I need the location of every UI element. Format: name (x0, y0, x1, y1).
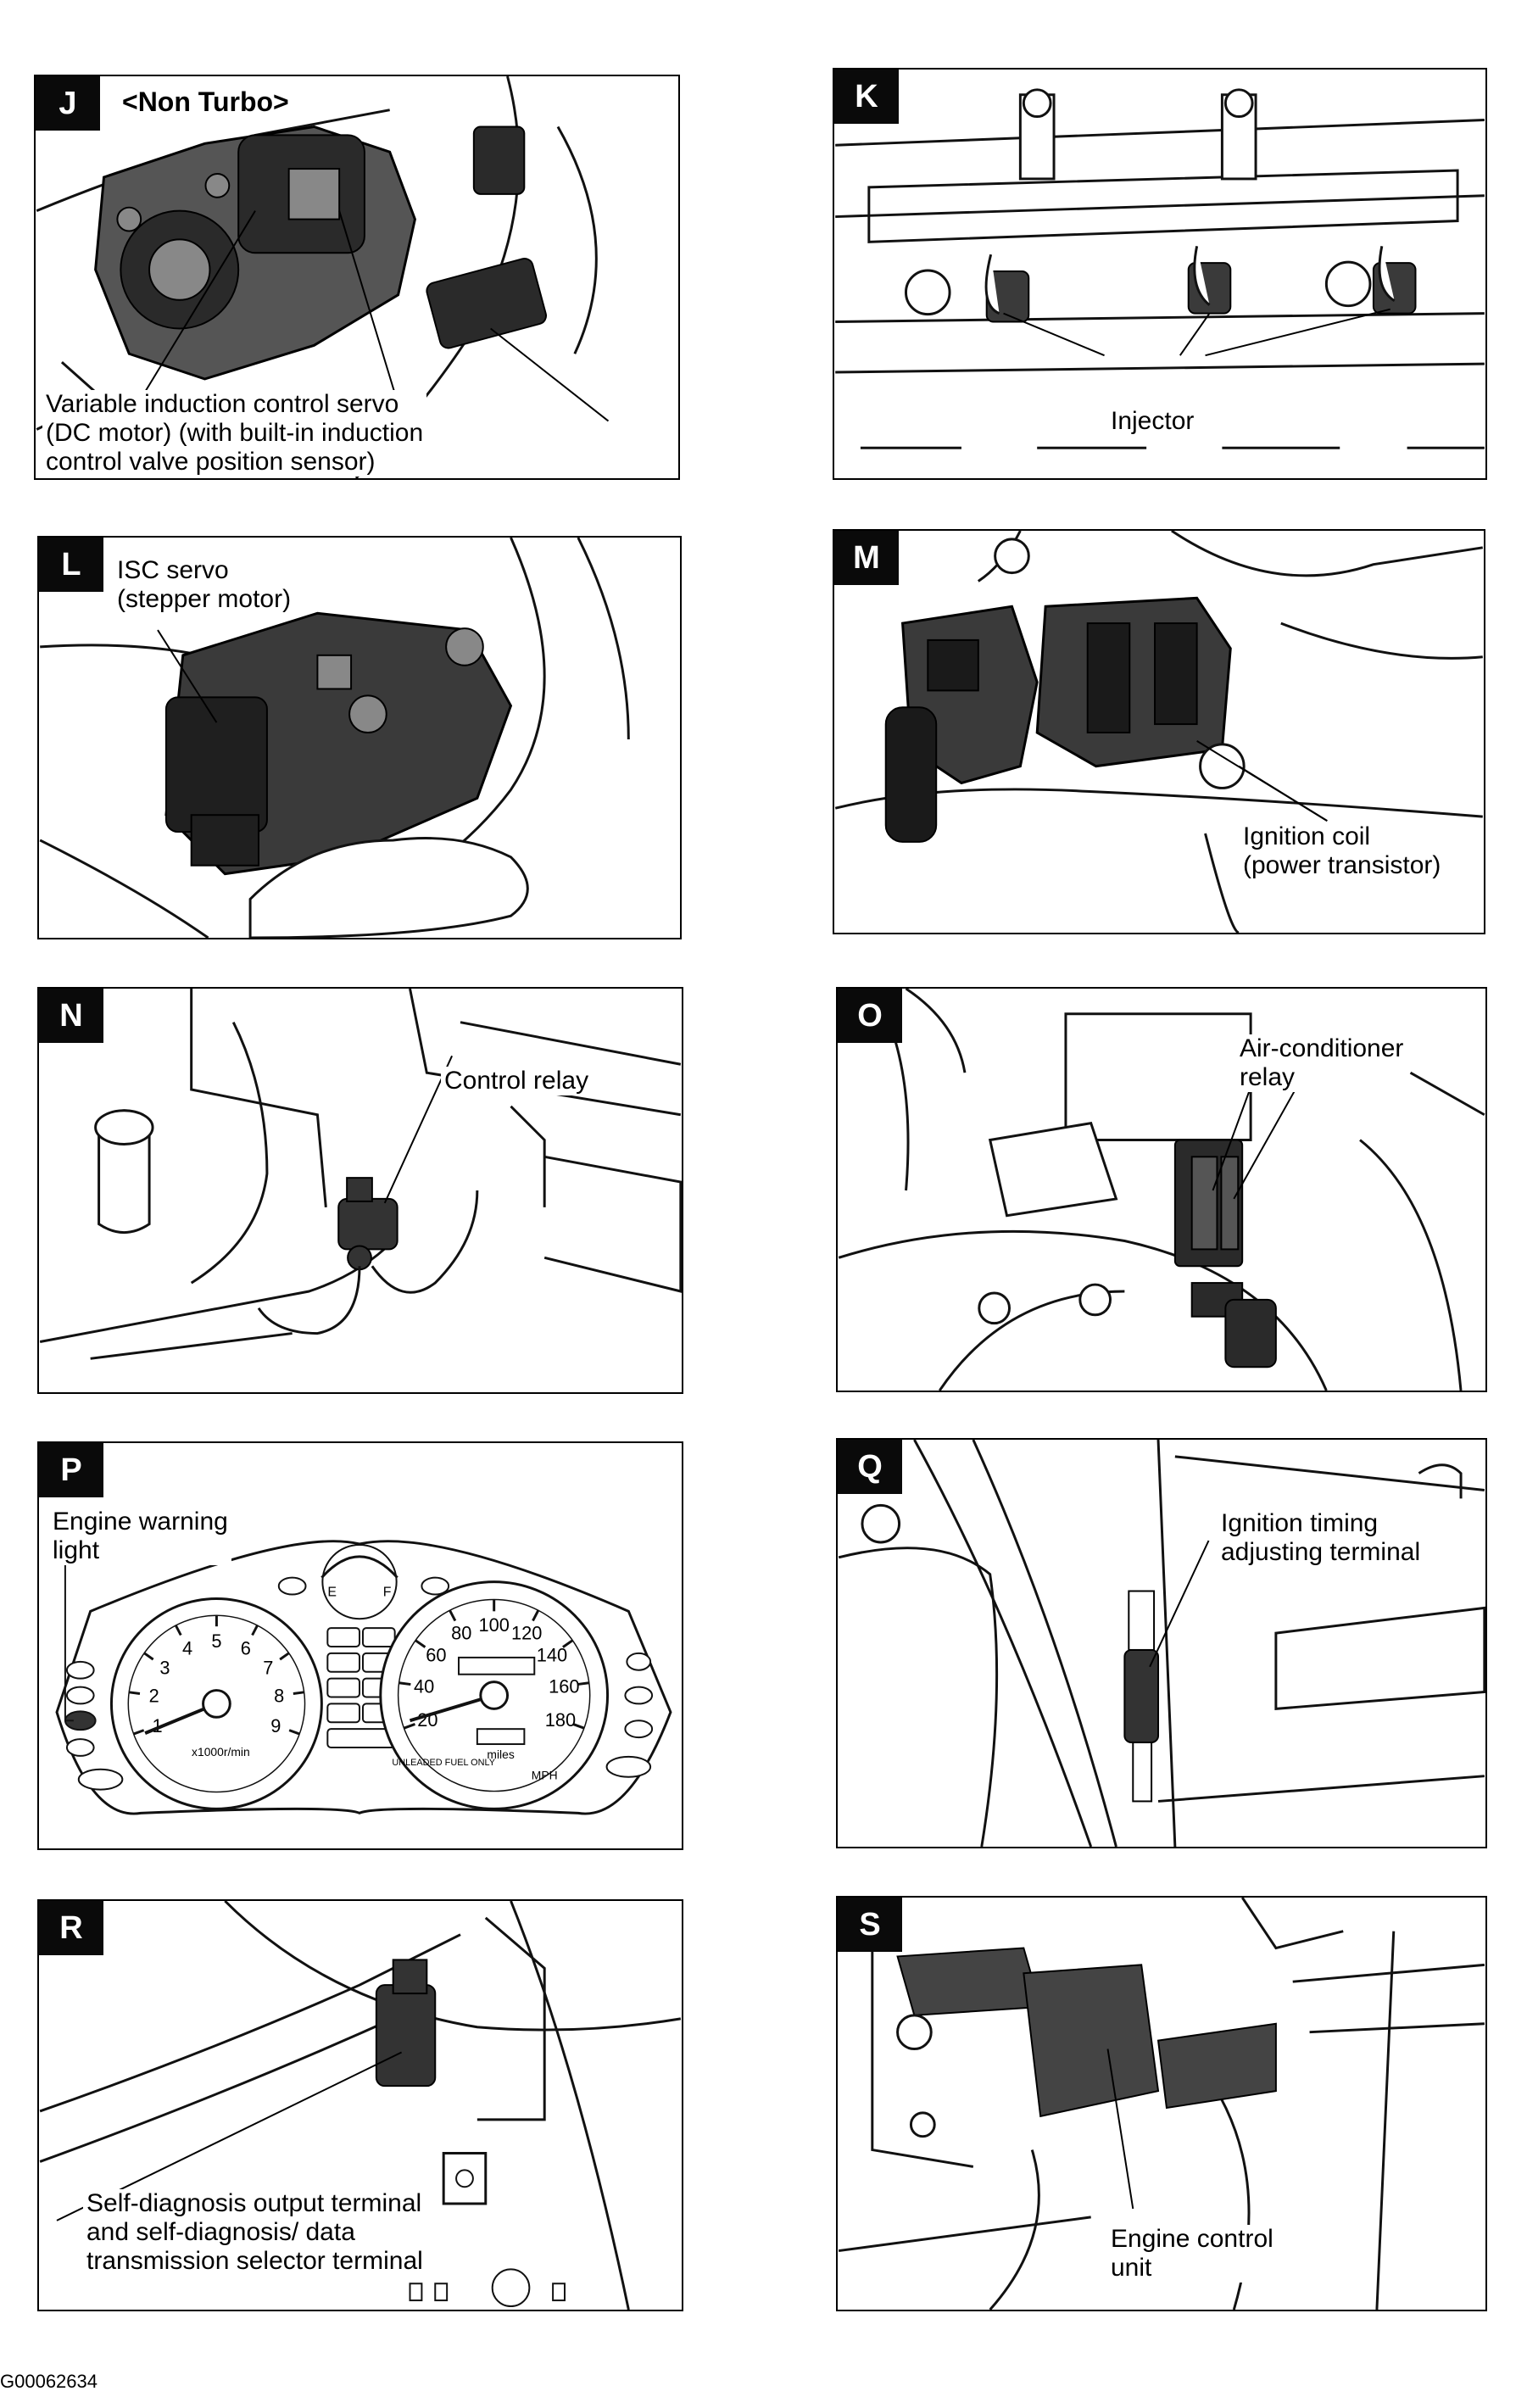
tach-numeral: 6 (241, 1637, 251, 1658)
panel-j-letter: J (36, 76, 100, 131)
tach-tick (143, 1652, 154, 1661)
panel-m-letter: M (834, 531, 899, 585)
speed-numeral: 60 (426, 1645, 446, 1666)
panel-k-letter: K (834, 70, 899, 124)
ac-relay-label: Air-conditioner relay (1236, 1034, 1407, 1092)
panel-r: R Self-diagnosis output terminal and sel… (37, 1899, 683, 2311)
variable-induction-servo-illustration (36, 76, 610, 478)
speed-numeral: 40 (414, 1676, 434, 1697)
ignition-coil-illustration (834, 531, 1484, 933)
variable-induction-servo-label: Variable induction control servo (DC mot… (42, 390, 427, 477)
tach-tick (175, 1625, 182, 1636)
injector-label: Injector (1107, 407, 1198, 436)
speed-numeral: 140 (537, 1645, 567, 1666)
tach-unit: x1000r/min (192, 1745, 250, 1759)
panel-s: S Engine control unit (836, 1896, 1487, 2311)
tach-tick (288, 1729, 300, 1736)
tach-tick (128, 1691, 141, 1695)
tach-numeral: 3 (159, 1658, 170, 1679)
isc-servo-illustration (39, 538, 630, 938)
speed-numeral: 180 (545, 1709, 576, 1731)
injectors-illustration (835, 88, 1485, 449)
panel-l-letter: L (39, 538, 103, 592)
panel-k: K Injector (833, 68, 1487, 480)
panel-q-letter: Q (838, 1440, 902, 1494)
isc-servo-label: ISC servo (stepper motor) (114, 556, 295, 614)
figure-id: G00062634 (0, 2371, 98, 2392)
tach-tick (279, 1652, 290, 1661)
speed-tick (532, 1609, 540, 1622)
fuel-full: F (383, 1585, 392, 1599)
ignition-coil-label: Ignition coil (power transistor) (1240, 822, 1445, 880)
ignition-timing-terminal-illustration (838, 1440, 1485, 1847)
fuel-note: UNLEADED FUEL ONLY (392, 1758, 495, 1768)
speed-tick (572, 1723, 585, 1730)
panel-s-letter: S (838, 1898, 902, 1952)
panel-l: L ISC servo (stepper motor) (37, 536, 682, 939)
speed-tick (577, 1681, 589, 1686)
control-relay-label: Control relay (441, 1067, 593, 1095)
odometer-unit: miles (487, 1747, 514, 1761)
engine-control-unit-label: Engine control unit (1107, 2225, 1277, 2283)
panel-r-letter: R (39, 1901, 103, 1955)
panel-m: M Ignition coil (power transistor) (833, 529, 1485, 934)
panel-n: N Control relay (37, 987, 683, 1394)
speed-unit: MPH (532, 1769, 558, 1782)
tach-tick (293, 1691, 304, 1695)
speed-tick (562, 1639, 574, 1648)
fuel-empty: E (327, 1585, 337, 1599)
control-relay-illustration (39, 989, 682, 1360)
speed-tick (398, 1681, 411, 1686)
speed-tick (449, 1609, 457, 1622)
self-diagnosis-terminal-illustration (39, 1901, 682, 2310)
engine-control-unit-illustration (838, 1898, 1485, 2310)
speed-tick (415, 1639, 426, 1648)
tach-tick (133, 1729, 145, 1736)
non-turbo-note: <Non Turbo> (119, 86, 293, 118)
ac-relay-illustration (838, 989, 1485, 1391)
panel-j: J <Non Turbo> Variable induction control… (34, 75, 680, 480)
panel-p-letter: P (39, 1443, 103, 1497)
self-diagnosis-terminal-label: Self-diagnosis output terminal and self-… (83, 2189, 426, 2276)
tach-numeral: 7 (263, 1658, 273, 1679)
tach-numeral: 9 (270, 1715, 281, 1736)
speed-numeral: 120 (511, 1623, 542, 1644)
tach-numeral: 5 (211, 1630, 221, 1652)
engine-warning-light-label: Engine warning light (49, 1508, 231, 1565)
speed-tick (403, 1723, 415, 1730)
speed-numeral: 100 (478, 1614, 509, 1636)
panel-o: O Air-conditioner relay (836, 987, 1487, 1392)
tach-numeral: 2 (149, 1686, 159, 1707)
panel-n-letter: N (39, 989, 103, 1043)
ignition-timing-terminal-label: Ignition timing adjusting terminal (1218, 1509, 1424, 1567)
panel-q: Q Ignition timing adjusting terminal (836, 1438, 1487, 1848)
speed-numeral: 80 (451, 1623, 471, 1644)
panel-o-letter: O (838, 989, 902, 1043)
tach-tick (251, 1625, 259, 1636)
speed-numeral: 160 (549, 1676, 579, 1697)
tach-numeral: 4 (182, 1637, 192, 1658)
tach-numeral: 8 (274, 1686, 284, 1707)
